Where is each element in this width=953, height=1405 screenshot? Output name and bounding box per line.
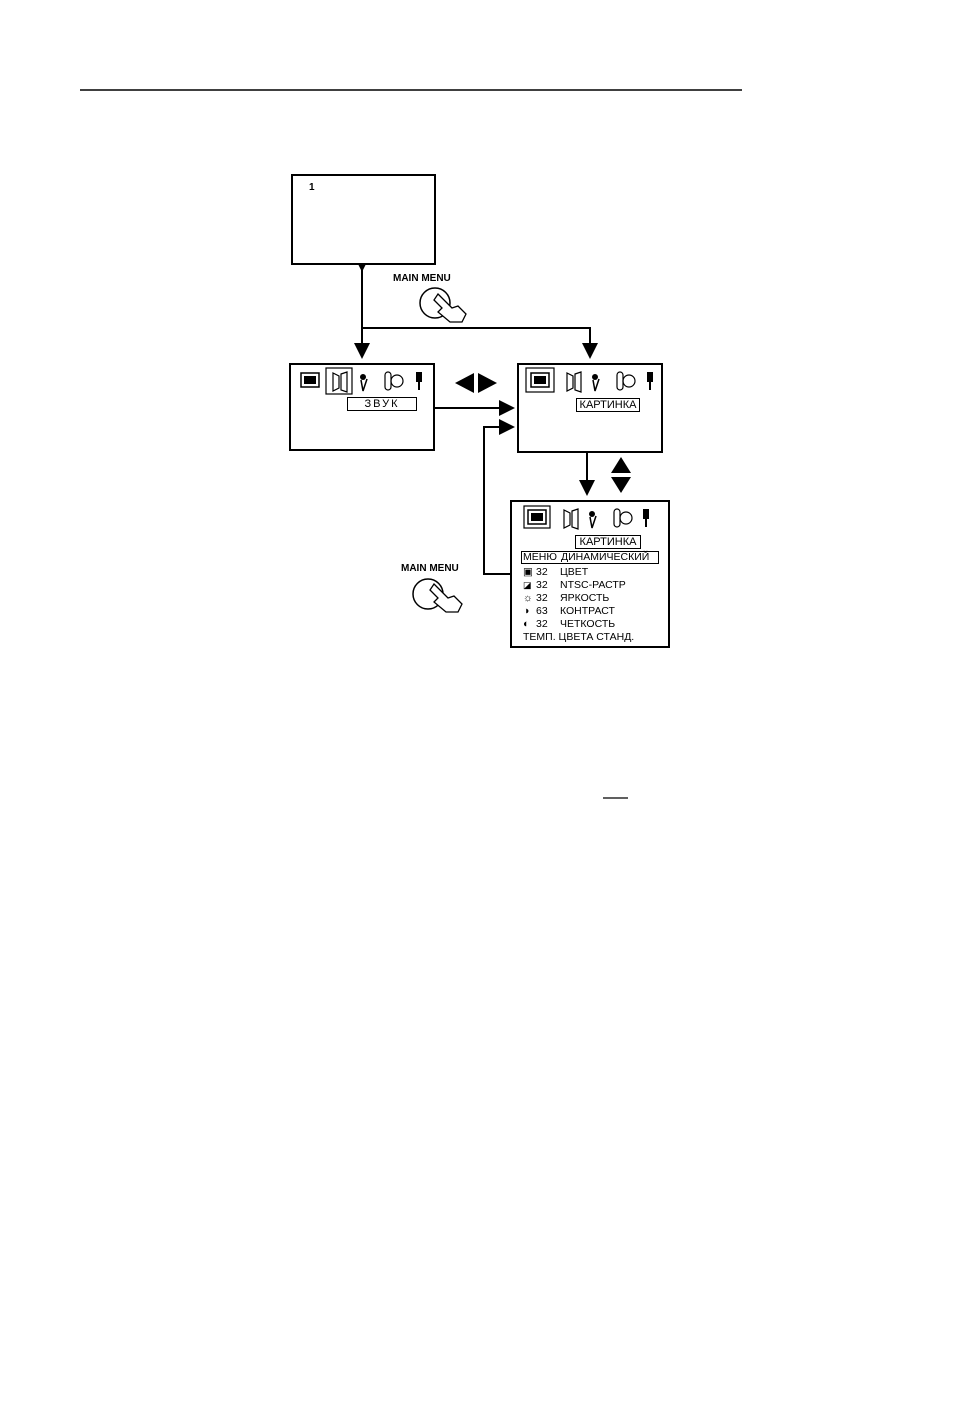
row-label: ЧЕТКОСТЬ (560, 618, 615, 631)
color-icon: ▣ (523, 566, 533, 579)
sharpness-icon: ◐ (523, 618, 529, 631)
tv-screen-picture: КАРТИНКА (517, 363, 663, 453)
contrast-icon: ◑ (523, 605, 529, 618)
row-value: 63 (536, 605, 548, 618)
left-arrow-icon (455, 373, 474, 393)
row-label: КОНТРАСТ (560, 605, 615, 618)
row-value: 32 (536, 579, 548, 592)
row-value: 32 (536, 566, 548, 579)
mode-row[interactable]: МЕНЮ ДИНАМИЧЕСКИЙ (521, 551, 659, 564)
row-value: 32 (536, 618, 548, 631)
mode-value: ДИНАМИЧЕСКИЙ (561, 551, 649, 564)
picture-menu-title: КАРТИНКА (575, 535, 641, 549)
picture-title: КАРТИНКА (576, 398, 640, 412)
tint-icon: ◪ (523, 579, 532, 592)
menu-icons-row (512, 502, 672, 536)
channel-number: 1 (309, 182, 315, 193)
main-menu-label: MAIN MENU (401, 563, 459, 574)
menu-row-color-temp[interactable]: ТЕМП. ЦВЕТА СТАНД. (523, 631, 663, 644)
down-arrow-icon (611, 477, 631, 493)
up-arrow-icon (611, 457, 631, 473)
menu-row-contrast[interactable]: ◑ 63 КОНТРАСТ (523, 605, 663, 618)
brightness-icon: ☼ (523, 592, 533, 605)
right-arrow-icon (478, 373, 497, 393)
connector-top-picture (362, 328, 590, 357)
tv-screen-channel: 1 (291, 174, 436, 265)
menu-row-brightness[interactable]: ☼ 32 ЯРКОСТЬ (523, 592, 663, 605)
connector-menu-return (484, 427, 513, 574)
tv-screen-picture-menu: КАРТИНКА МЕНЮ ДИНАМИЧЕСКИЙ ▣ 32 ЦВЕТ ◪ 3… (510, 500, 670, 648)
row-value: 32 (536, 592, 548, 605)
row-label: ЯРКОСТЬ (560, 592, 609, 605)
row-label: ЦВЕТ (560, 566, 588, 579)
row-label: ТЕМП. ЦВЕТА СТАНД. (523, 631, 634, 644)
menu-row-color[interactable]: ▣ 32 ЦВЕТ (523, 566, 663, 579)
main-menu-label: MAIN MENU (393, 273, 451, 284)
menu-row-sharpness[interactable]: ◐ 32 ЧЕТКОСТЬ (523, 618, 663, 631)
mode-label: МЕНЮ (523, 551, 557, 564)
main-menu-button[interactable] (410, 576, 470, 616)
row-label: NTSC-РАСТР (560, 579, 626, 592)
sound-title: ЗВУК (347, 397, 417, 411)
tv-screen-sound: ЗВУК (289, 363, 435, 451)
menu-row-tint[interactable]: ◪ 32 NTSC-РАСТР (523, 579, 663, 592)
main-menu-button[interactable] (418, 286, 468, 326)
